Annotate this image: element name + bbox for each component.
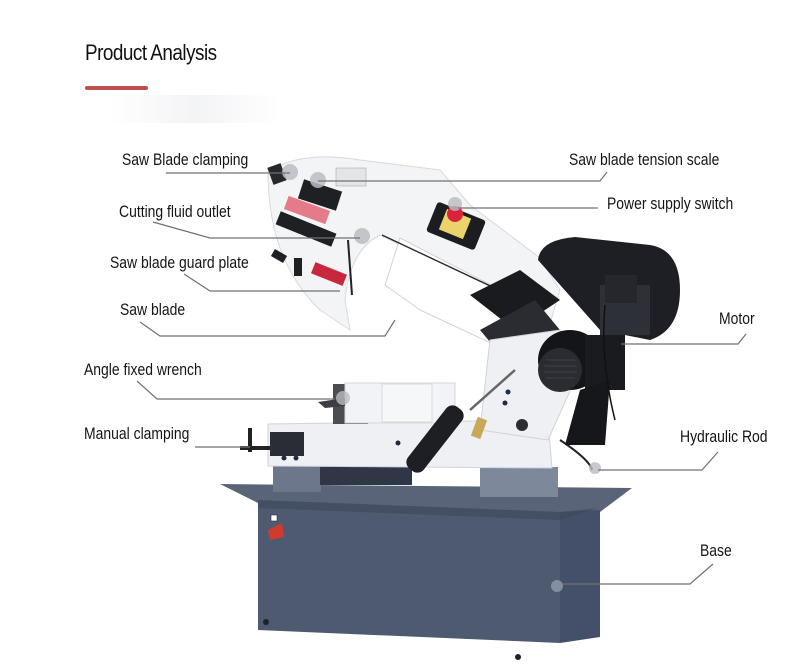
- leader-saw-blade: [139, 319, 396, 337]
- leader-motor: [621, 333, 747, 345]
- vise-table: [240, 382, 553, 469]
- label-manual-clamping: Manual clamping: [84, 424, 190, 443]
- faded-watermark: [110, 95, 280, 123]
- title-underline: [85, 86, 148, 90]
- label-saw-blade-tension-scale: Saw blade tension scale: [569, 150, 720, 169]
- leader-angle-fixed-wrench: [136, 380, 335, 400]
- label-hydraulic-rod: Hydraulic Rod: [680, 427, 768, 446]
- label-angle-fixed-wrench: Angle fixed wrench: [84, 360, 202, 379]
- motor-assembly: [538, 237, 680, 445]
- leader-lines: [136, 171, 747, 585]
- label-power-supply-switch: Power supply switch: [607, 194, 734, 213]
- label-saw-blade: Saw blade: [120, 300, 186, 319]
- leader-hydraulic-rod: [598, 451, 719, 471]
- support-blocks: [273, 462, 558, 497]
- label-base: Base: [700, 541, 732, 560]
- label-saw-blade-guard-plate: Saw blade guard plate: [110, 253, 249, 272]
- leader-saw-blade-guard-plate: [183, 273, 340, 292]
- leader-base: [563, 563, 714, 585]
- page-title: Product Analysis: [85, 40, 217, 65]
- label-cutting-fluid-outlet: Cutting fluid outlet: [119, 202, 231, 221]
- leader-cutting-fluid-outlet: [152, 221, 360, 239]
- base-cabinet: [220, 484, 632, 660]
- saw-bow: [267, 156, 561, 360]
- label-saw-blade-clamping: Saw Blade clamping: [122, 150, 249, 169]
- label-motor: Motor: [719, 309, 755, 328]
- leader-saw-blade-tension-scale: [318, 171, 608, 182]
- hydraulic-cylinder: [406, 369, 601, 474]
